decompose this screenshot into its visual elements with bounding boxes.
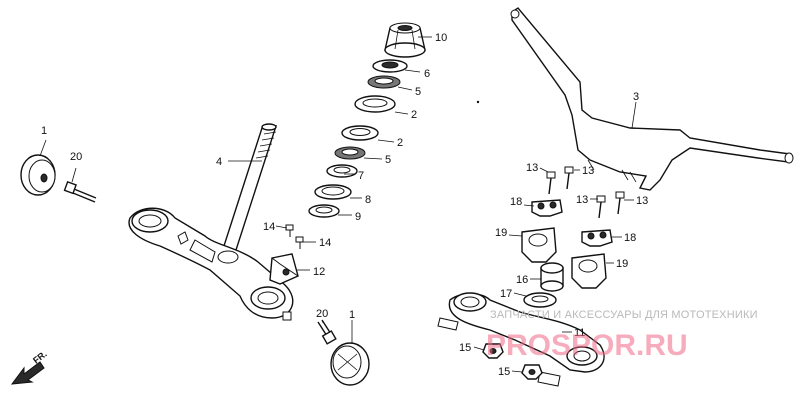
stray-mark [476, 100, 480, 104]
callout-8: 8 [365, 194, 371, 206]
callout-5-lower: 5 [385, 154, 391, 166]
callout-15-upper: 15 [459, 342, 471, 354]
callout-7: 7 [358, 170, 364, 182]
part-18-holder-cap-right [581, 229, 613, 247]
part-1-cap-bottom [330, 342, 370, 386]
part-20-bolt-bottom [317, 319, 337, 345]
direction-label: FR. [31, 349, 49, 366]
callout-13-b: 13 [582, 165, 594, 177]
part-18-holder-cap-left [531, 199, 563, 217]
part-4-steering-stem [128, 123, 294, 321]
leader-lines [39, 36, 637, 373]
part-12-clamp-block [269, 253, 299, 285]
callout-12: 12 [313, 266, 325, 278]
callout-labels: 1 20 4 10 6 5 2 2 5 7 8 9 14 14 12 20 1 … [41, 32, 648, 378]
part-8-seal [314, 184, 352, 200]
front-direction-indicator: FR. [10, 349, 49, 385]
callout-13-a: 13 [526, 162, 538, 174]
callout-18-left: 18 [510, 196, 522, 208]
watermark-logo: PROSPOR.RU [486, 329, 688, 362]
part-20-bolt-left [63, 180, 97, 203]
callout-20-left: 20 [70, 151, 82, 163]
callout-14-lower: 14 [319, 237, 331, 249]
callout-3: 3 [633, 91, 639, 103]
watermark-text: ЗАПЧАСТИ И АКСЕССУАРЫ ДЛЯ МОТОТЕХНИКИ [490, 309, 758, 321]
callout-15-lower: 15 [498, 366, 510, 378]
callout-6: 6 [424, 68, 430, 80]
callout-9: 9 [355, 211, 361, 223]
callout-13-c: 13 [576, 194, 588, 206]
callout-16: 16 [516, 274, 528, 286]
part-3-handlebar [510, 7, 794, 191]
callout-19-left: 19 [495, 227, 507, 239]
callout-19-right: 19 [616, 258, 628, 270]
callout-13-d: 13 [636, 195, 648, 207]
part-19-holder-left [521, 227, 557, 263]
callout-20-bottom: 20 [316, 308, 328, 320]
callout-18-right: 18 [624, 232, 636, 244]
part-7-race [326, 164, 358, 178]
part-13-bolts [546, 166, 625, 219]
part-5-bearing-upper [367, 75, 401, 89]
part-17-washer [523, 292, 557, 308]
watermark: ЗАПЧАСТИ И АКСЕССУАРЫ ДЛЯ МОТОТЕХНИКИ PR… [486, 309, 758, 362]
callout-2-upper: 2 [411, 109, 417, 121]
callout-11: 11 [574, 327, 585, 339]
callout-10: 10 [435, 32, 447, 44]
part-10-stem-nut [384, 22, 426, 58]
part-16-bushing [540, 262, 564, 292]
callout-5-upper: 5 [415, 86, 421, 98]
part-2-race-lower [341, 125, 379, 141]
part-19-holder-right [571, 253, 607, 289]
part-14-bolts [285, 224, 304, 249]
callout-14-upper: 14 [263, 221, 275, 233]
callout-1-left: 1 [41, 125, 47, 137]
callout-4: 4 [216, 156, 222, 168]
part-9-dust-seal [308, 204, 340, 218]
part-5-bearing-lower [334, 146, 366, 160]
part-1-cap-left [20, 154, 56, 196]
part-2-race-upper [354, 95, 396, 113]
callout-1-bottom: 1 [349, 309, 355, 321]
part-11-top-bridge [437, 292, 605, 387]
part-6-lock-nut [372, 59, 408, 73]
callout-17: 17 [500, 288, 512, 300]
part-15-nuts [482, 343, 543, 380]
callout-2-lower: 2 [397, 137, 403, 149]
